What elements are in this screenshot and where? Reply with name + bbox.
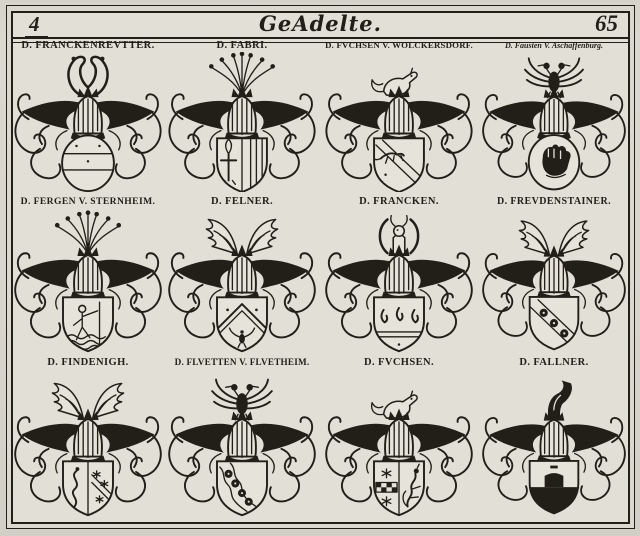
- coat-label: D. FLVETTEN V. FLVETHEIM.: [174, 357, 310, 367]
- shield-charges: [219, 138, 263, 192]
- coat-of-arms-francken: D. FRANCKEN.: [320, 195, 478, 356]
- shield-charges: [66, 301, 106, 350]
- coat-graphic: [324, 390, 474, 517]
- helmet-icon: [69, 243, 107, 303]
- coat-graphic: [324, 214, 474, 353]
- coat-of-arms-findenigh: D. FINDENIGH.: [12, 356, 164, 523]
- coat-of-arms-fabri: D. FABRI.: [166, 39, 318, 194]
- shield-charges: [62, 144, 114, 171]
- coat-graphic: [13, 55, 163, 192]
- coat-label: D. FREVDENSTAINER.: [497, 196, 611, 207]
- coat-label: D. FRANCKENREVTTER.: [21, 40, 155, 51]
- shield-charges: [529, 465, 579, 514]
- coat-of-arms-fallner: D. FALLNER.: [480, 356, 628, 523]
- shield-charges: [375, 461, 421, 516]
- coat-of-arms-franckenreutter: D. FRANCKENREVTTER.: [12, 39, 164, 194]
- coat-of-arms-fuchsen-wolckersdorf: D. FVCHSEN V. WOLCKERSDORF.: [320, 39, 478, 194]
- shield-oval: [61, 134, 115, 192]
- plate-number-left: 4: [25, 12, 48, 37]
- coat-graphic: [324, 67, 474, 192]
- helmet-icon: [69, 84, 107, 144]
- coat-label: D. FALLNER.: [519, 357, 589, 368]
- coat-label: D. FVCHSEN.: [363, 357, 435, 368]
- coat-label: D. FRANCKEN.: [359, 196, 439, 207]
- shield-charges: [217, 303, 267, 349]
- shield-charges: [542, 144, 571, 179]
- fox-crest-icon: [370, 390, 418, 419]
- coat-graphic: [167, 378, 317, 517]
- checky-fess: [375, 481, 398, 493]
- shield-charges: [374, 139, 424, 190]
- coat-graphic: [481, 379, 627, 515]
- header-band: 4 GeAdelte. 65: [11, 11, 630, 43]
- shield-charges: [374, 306, 424, 346]
- coat-label: D. FABRI.: [216, 40, 268, 51]
- page-number-right: 65: [595, 11, 618, 36]
- coat-label: D. Fausten V. Aschaffenburg.: [504, 41, 604, 50]
- coat-of-arms-felner: D. FELNER.: [166, 195, 318, 356]
- coat-label: D. FVCHSEN V. WOLCKERSDORF.: [325, 40, 473, 50]
- coat-graphic: [481, 220, 627, 351]
- helmet-icon: [536, 85, 572, 144]
- shield-charges: [219, 462, 259, 513]
- page-title: GeAdelte.: [259, 11, 382, 36]
- bent-stump-icon: [547, 379, 573, 421]
- coat-graphic: [13, 382, 163, 517]
- shield-charges: [529, 299, 579, 350]
- coat-of-arms-fuchsen: D. FVCHSEN.: [320, 356, 478, 523]
- shield-heater: [62, 296, 114, 353]
- coat-graphic: [481, 57, 627, 191]
- shield-charges: [71, 461, 113, 516]
- helmet-icon: [536, 244, 572, 303]
- coat-label: D. FINDENIGH.: [47, 357, 129, 368]
- coat-of-arms-fausten-aschaffenburg: D. Fausten V. Aschaffenburg.: [480, 39, 628, 194]
- helmet-icon: [69, 407, 107, 467]
- coat-graphic: [167, 52, 317, 192]
- coat-label: D. FERGEN V. STERNHEIM.: [20, 196, 156, 207]
- helmet-icon: [223, 243, 261, 303]
- coat-of-arms-fergen-sternheim: D. FERGEN V. STERNHEIM.: [12, 195, 164, 356]
- coat-graphic: [13, 209, 163, 353]
- coat-label: D. FELNER.: [210, 196, 274, 207]
- shield-heater: [373, 296, 425, 353]
- coat-of-arms-fluetten-fluetheim: D. FLVETTEN V. FLVETHEIM.: [166, 356, 318, 523]
- coat-of-arms-freudenstainer: D. FREVDENSTAINER.: [480, 195, 628, 356]
- fox-crest-icon: [370, 67, 418, 96]
- helmet-icon: [223, 407, 261, 467]
- coat-graphic: [167, 218, 317, 353]
- shield-heater: [373, 137, 425, 192]
- helmet-icon: [223, 84, 261, 144]
- helmet-icon: [536, 408, 572, 467]
